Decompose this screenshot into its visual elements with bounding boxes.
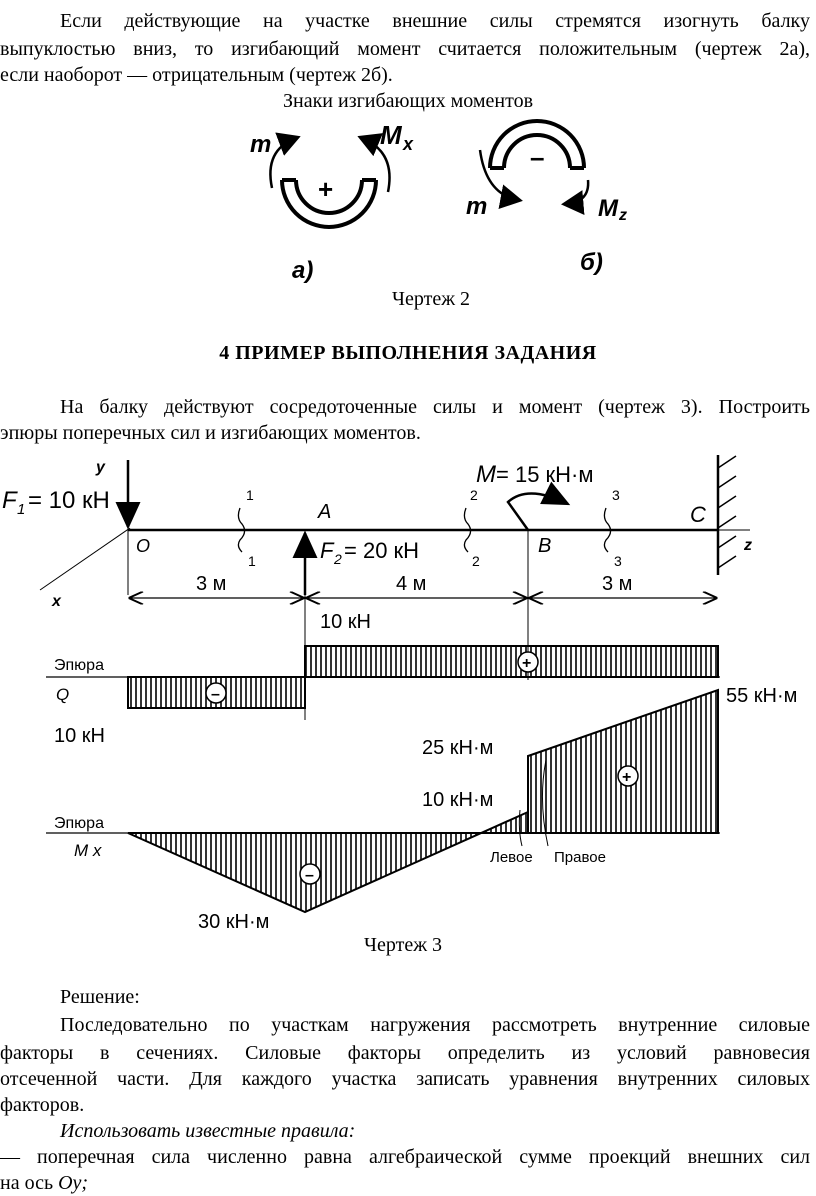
task-line-1: На балку действуют сосредоточенные силы … xyxy=(60,396,810,418)
rules-title: Использовать известные правила: xyxy=(60,1120,356,1142)
intro-line-3: если наоборот — отрицательным (чертеж 2б… xyxy=(0,64,393,86)
m-diagram-label-2: M x xyxy=(74,841,102,860)
span-3-label: 3 м xyxy=(602,573,632,595)
force-f1-value: = 10 кН xyxy=(28,487,110,514)
fig2-caption: Чертеж 2 xyxy=(392,288,471,310)
moment-arrow xyxy=(506,481,571,531)
fig2a-m: m xyxy=(250,131,271,158)
q-positive-area xyxy=(304,645,719,678)
section-3-bottom: 3 xyxy=(614,553,622,569)
section-heading: 4 ПРИМЕР ВЫПОЛНЕНИЯ ЗАДАНИЯ xyxy=(219,342,597,364)
m-negative-area xyxy=(127,810,529,914)
rule-1-line-1: — поперечная сила численно равна алгебра… xyxy=(0,1146,810,1168)
fig2a-diagram: m M x + а) xyxy=(250,120,414,284)
q-neg-sign: – xyxy=(211,686,220,703)
rule-1-line-2: на ось Oy; xyxy=(0,1170,88,1196)
fig2a-sign: + xyxy=(318,174,333,204)
force-f1-sub: 1 xyxy=(17,501,25,518)
axis-y-label: y xyxy=(95,459,106,476)
section-3-top: 3 xyxy=(612,487,620,503)
force-f1-symbol: F xyxy=(2,487,18,514)
moment-value: = 15 кН·м xyxy=(496,462,594,487)
right-section-label: Правое xyxy=(554,849,606,866)
figure-3: y x z F 1 = 10 кН F 2 = 20 кН M = 15 кН·… xyxy=(2,455,797,933)
axis-z-label: z xyxy=(743,537,752,554)
m-neg-sign: – xyxy=(305,867,314,884)
m-pos-sign: + xyxy=(622,769,631,786)
force-f2-sub: 2 xyxy=(333,551,342,567)
rule-1-text: на ось xyxy=(0,1172,59,1194)
fig2b-label: б) xyxy=(580,249,603,276)
fig2a-mx-sub: x xyxy=(402,134,414,154)
solution-title: Решение: xyxy=(60,986,140,1008)
q-pos-value: 10 кН xyxy=(320,611,371,633)
span-1-label: 3 м xyxy=(196,573,226,595)
intro-line-2: выпуклостью вниз, то изгибающий момент с… xyxy=(0,38,810,60)
point-o: O xyxy=(136,536,150,556)
q-diagram-label-2: Q xyxy=(56,685,69,704)
m-value-55: 55 кН·м xyxy=(726,685,797,707)
fig2b-sign: – xyxy=(530,142,544,172)
force-f2-value: = 20 кН xyxy=(344,538,419,563)
intro-line-1: Если действующие на участке внешние силы… xyxy=(60,10,810,32)
fig2a-label: а) xyxy=(292,257,313,284)
q-diagram-label-1: Эпюра xyxy=(54,657,104,674)
fig3-caption: Чертеж 3 xyxy=(364,934,443,956)
m-positive-area xyxy=(527,688,719,834)
m-diagram-label-1: Эпюра xyxy=(54,815,104,832)
fig2b-mz-sub: z xyxy=(618,207,627,224)
m-value-30: 30 кН·м xyxy=(198,911,269,933)
fig2b-mz: M xyxy=(598,195,619,222)
section-2-bottom: 2 xyxy=(472,553,480,569)
point-b: B xyxy=(538,535,551,557)
q-pos-sign: + xyxy=(522,655,531,672)
point-c: C xyxy=(690,502,706,527)
left-section-label: Левое xyxy=(490,849,533,866)
fig2b-diagram: – m M z б) xyxy=(466,119,627,276)
solution-p1-line-1: Последовательно по участкам нагружения р… xyxy=(60,1014,810,1036)
fig2-title: Знаки изгибающих моментов xyxy=(282,90,534,112)
solution-p1-line-3: отсеченной части. Для каждого участка за… xyxy=(0,1068,810,1090)
span-2-label: 4 м xyxy=(396,573,426,595)
q-neg-value: 10 кН xyxy=(54,725,105,747)
point-a: A xyxy=(317,501,331,523)
m-value-25: 25 кН·м xyxy=(422,737,493,759)
section-1-bottom: 1 xyxy=(248,553,256,569)
section-1-top: 1 xyxy=(246,487,254,503)
rule-1-axis: Oy; xyxy=(58,1172,89,1194)
fig2b-m: m xyxy=(466,193,487,220)
figure-2: m M x + а) – m M z б) xyxy=(250,119,627,284)
moment-symbol: M xyxy=(476,461,496,488)
axis-x-label: x xyxy=(51,593,62,610)
fig2a-mx: M xyxy=(380,120,403,150)
m-value-10: 10 кН·м xyxy=(422,789,493,811)
axis-x xyxy=(39,527,131,591)
force-f2-symbol: F xyxy=(320,538,335,563)
task-line-2: эпюры поперечных сил и изгибающих момент… xyxy=(0,422,421,444)
section-2-top: 2 xyxy=(470,487,478,503)
solution-p1-line-2: факторы в сечениях. Силовые факторы опре… xyxy=(0,1042,810,1064)
solution-p1-line-4: факторов. xyxy=(0,1094,85,1116)
